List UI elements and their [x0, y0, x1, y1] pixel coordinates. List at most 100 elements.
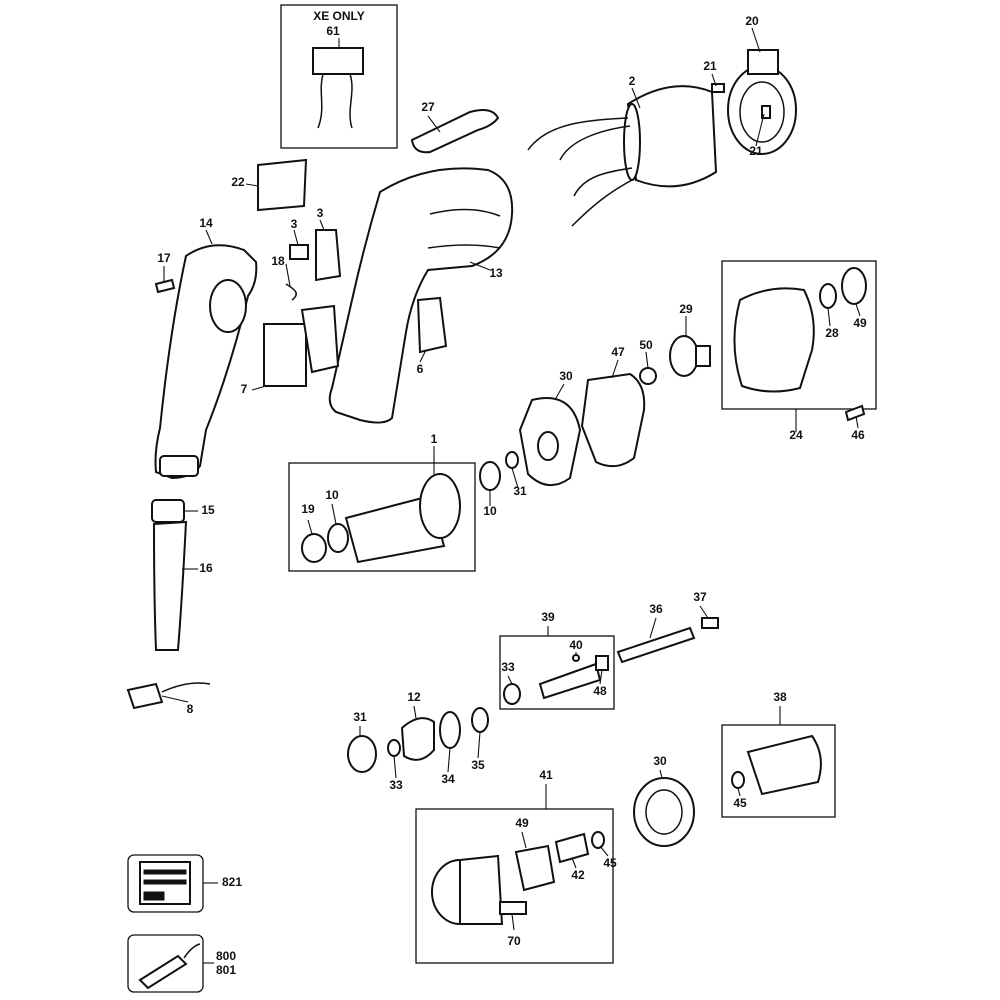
collar-30-inner — [645, 789, 683, 835]
nut-47 — [595, 655, 609, 671]
leader-14 — [205, 229, 213, 245]
field-2 — [626, 85, 718, 188]
leader-49 — [521, 831, 527, 849]
label-41: 42 — [571, 868, 585, 882]
nose-box-37 — [721, 724, 836, 818]
housing-vent-b — [427, 244, 501, 249]
leader-48 — [855, 303, 861, 317]
spring-18 — [285, 283, 297, 301]
label-22: 22 — [231, 175, 245, 189]
label-1: 1 — [431, 432, 438, 446]
label-70: 70 — [507, 934, 521, 948]
label-29: 31 — [513, 484, 527, 498]
clutch-spindle-38 — [538, 662, 602, 700]
label-42-clutch: 45 — [603, 856, 617, 870]
label-21-top: 21 — [703, 59, 717, 73]
brush-21-bottom — [761, 105, 771, 119]
sleeve-41 — [554, 832, 590, 864]
leader-32 — [393, 755, 397, 779]
part-labels: 61 20 21 21 2 27 22 14 3 3 17 18 13 7 6 … — [157, 14, 867, 977]
label-27: 29 — [679, 302, 693, 316]
label-35: 36 — [649, 602, 663, 616]
leader-33 — [447, 747, 451, 773]
bearing-26 — [819, 283, 837, 309]
washer-29 — [505, 451, 519, 469]
label-14: 14 — [199, 216, 213, 230]
field-wire-b — [559, 125, 631, 161]
cord-8 — [126, 682, 164, 710]
key-70 — [499, 901, 527, 915]
leader-7 — [251, 385, 267, 391]
label-15: 15 — [201, 503, 215, 517]
o-ring-33 — [439, 711, 461, 749]
nut-31 — [347, 735, 377, 773]
spindle-35 — [616, 626, 696, 664]
clutch-housing-40-body — [459, 854, 504, 925]
clutch-box-40 — [415, 808, 614, 964]
leader-22 — [245, 183, 259, 187]
xe-only-title: XE ONLY — [313, 9, 365, 23]
label-46: 47 — [611, 345, 625, 359]
label-7: 7 — [241, 382, 248, 396]
leader-25 — [427, 115, 441, 133]
label-31: 31 — [353, 710, 367, 724]
gasket-46 — [580, 372, 646, 468]
housing-13 — [328, 167, 514, 424]
label-12: 12 — [407, 690, 421, 704]
switch-trigger — [300, 304, 340, 374]
brush-holder-clip — [747, 49, 779, 75]
leader-46 — [611, 359, 619, 379]
label-50: 50 — [639, 338, 653, 352]
label-22 — [257, 158, 308, 212]
leader-36 — [699, 605, 709, 619]
bearing-10-front — [479, 461, 501, 491]
label-45: 46 — [851, 428, 865, 442]
xe-only-box — [280, 4, 398, 149]
leader-30 — [659, 769, 663, 779]
leader-29 — [511, 467, 519, 489]
gear-case-24 — [733, 287, 815, 393]
label-34: 35 — [471, 758, 485, 772]
label-821-bar-c — [143, 891, 165, 901]
handle-end-clip — [159, 455, 199, 477]
label-32: 33 — [389, 778, 403, 792]
clutch-disc-12 — [400, 717, 435, 761]
leader-32-in-38 — [507, 675, 513, 685]
label-21-bottom: 21 — [749, 144, 763, 158]
leader-35 — [649, 617, 657, 639]
retaining-ring-32 — [387, 739, 401, 757]
bearing-50 — [639, 367, 657, 385]
label-18: 18 — [271, 254, 285, 268]
spindle-box-38 — [499, 635, 615, 710]
gear-27-shaft — [695, 345, 711, 367]
retaining-ring-42-nose — [731, 771, 745, 789]
armature-fan — [419, 473, 461, 539]
handle-grip-pad — [209, 279, 247, 333]
xe-only-content: XE ONLY — [312, 9, 365, 129]
leader-20 — [751, 27, 761, 53]
label-821-bar-b — [143, 879, 187, 885]
leader-12 — [413, 705, 417, 719]
retaining-ring-32-in-38 — [503, 683, 521, 705]
part-shapes — [126, 49, 867, 990]
leader-18 — [285, 263, 291, 287]
nose-37 — [746, 734, 822, 796]
plate-28-bore — [537, 431, 559, 461]
label-17: 17 — [157, 251, 171, 265]
label-38: 39 — [541, 610, 555, 624]
label-5: 3 — [317, 206, 324, 220]
leader-10-rear — [331, 503, 337, 525]
leader-70 — [511, 913, 515, 931]
label-40: 41 — [539, 768, 553, 782]
leader-5 — [319, 219, 325, 231]
label-6: 6 — [417, 362, 424, 376]
label-30: 30 — [653, 754, 667, 768]
terminal-5 — [315, 229, 342, 282]
collar-30 — [633, 777, 695, 847]
label-10-rear: 10 — [325, 488, 339, 502]
label-821: 821 — [222, 875, 242, 889]
label-28: 30 — [559, 369, 573, 383]
leader-21-bottom — [755, 113, 765, 147]
field-wire-d — [571, 177, 637, 227]
